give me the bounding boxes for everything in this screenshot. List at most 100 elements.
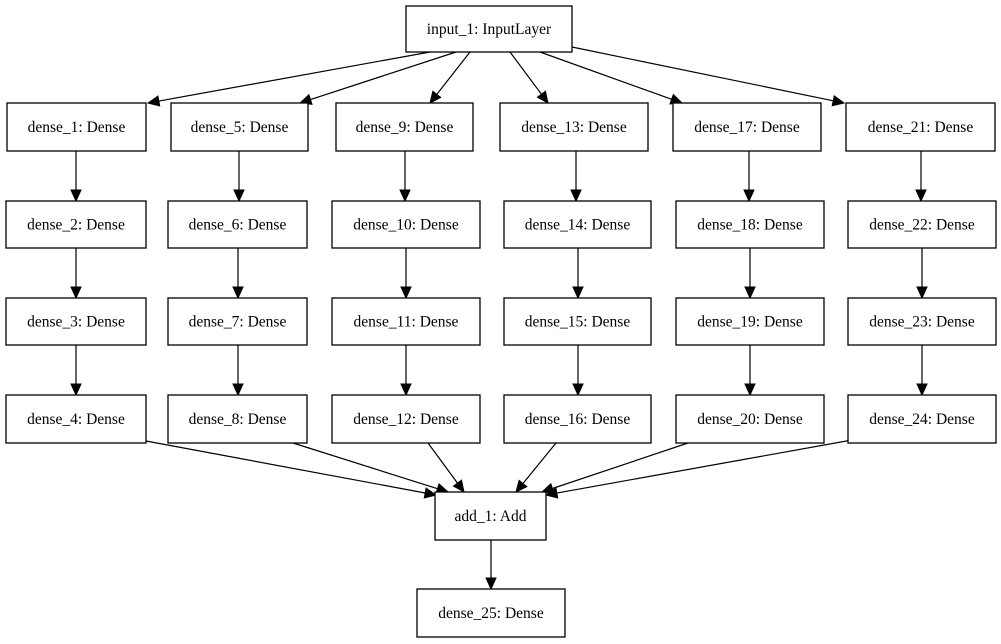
arrow-head [744, 286, 756, 300]
node-label: dense_12: Dense [353, 411, 459, 428]
node-label: dense_2: Dense [27, 217, 125, 234]
arrow-head [485, 577, 497, 591]
node-dense-2: dense_2: Dense [5, 200, 147, 249]
edge-line [522, 442, 557, 484]
edge-line [427, 442, 458, 484]
arrow-head [400, 286, 412, 300]
arrow-head [146, 95, 161, 107]
node-dense-13: dense_13: Dense [499, 102, 649, 152]
edge-dense-17-to-dense-18 [743, 151, 755, 203]
node-dense-17: dense_17: Dense [672, 102, 822, 152]
edge-add-1-to-dense-25 [485, 540, 497, 591]
node-box [167, 297, 308, 346]
edge-input-1-to-dense-17 [539, 51, 684, 105]
edge-line [509, 51, 542, 95]
node-box [675, 297, 825, 346]
edge-line [556, 439, 853, 494]
arrow-head [831, 95, 846, 107]
edge-dense-23-to-dense-24 [916, 345, 928, 397]
node-label: dense_1: Dense [28, 119, 126, 136]
node-box [847, 297, 997, 346]
edge-dense-5-to-dense-6 [233, 151, 245, 203]
node-dense-1: dense_1: Dense [6, 102, 147, 152]
arrow-head [232, 286, 244, 300]
node-box [405, 5, 573, 53]
node-box [5, 297, 147, 346]
node-dense-9: dense_9: Dense [335, 102, 474, 152]
edge-dense-6-to-dense-7 [232, 248, 244, 300]
node-label: dense_19: Dense [697, 314, 803, 331]
arrow-head [572, 286, 584, 300]
node-box [331, 200, 481, 249]
edge-dense-10-to-dense-11 [400, 248, 412, 300]
edge-line [145, 440, 426, 494]
node-dense-6: dense_6: Dense [167, 200, 308, 249]
node-dense-16: dense_16: Dense [503, 394, 652, 444]
edge-dense-11-to-dense-12 [400, 345, 412, 397]
node-box [5, 200, 147, 249]
node-box [331, 394, 481, 444]
edge-dense-7-to-dense-8 [232, 345, 244, 397]
node-label: dense_17: Dense [694, 119, 800, 136]
edge-line [292, 442, 438, 490]
edge-input-1-to-dense-21 [571, 46, 846, 107]
node-dense-19: dense_19: Dense [675, 297, 825, 346]
node-label: dense_25: Dense [438, 605, 544, 622]
node-box [5, 394, 147, 444]
edge-input-1-to-dense-1 [146, 51, 431, 107]
node-label: dense_23: Dense [869, 314, 975, 331]
edge-dense-14-to-dense-15 [572, 248, 584, 300]
edge-dense-21-to-dense-22 [915, 151, 927, 203]
node-box [6, 102, 147, 152]
node-box [503, 297, 652, 346]
edge-dense-12-to-add-1 [427, 442, 465, 493]
edge-dense-8-to-add-1 [292, 442, 450, 495]
node-dense-25: dense_25: Dense [416, 588, 566, 638]
node-dense-7: dense_7: Dense [167, 297, 308, 346]
node-box [499, 102, 649, 152]
arrow-head [452, 479, 465, 493]
node-label: add_1: Add [455, 508, 527, 525]
arrow-head [916, 383, 928, 397]
node-input-1: input_1: InputLayer [405, 5, 573, 53]
node-label: dense_24: Dense [869, 411, 975, 428]
node-box [167, 394, 308, 444]
arrow-head [570, 189, 582, 203]
node-label: dense_16: Dense [525, 411, 631, 428]
edge-dense-24-to-add-1 [544, 439, 853, 499]
edge-line [310, 51, 457, 101]
node-box [672, 102, 822, 152]
node-label: dense_5: Dense [191, 119, 289, 136]
edge-line [552, 442, 689, 490]
node-box [675, 394, 825, 444]
node-box [503, 200, 652, 249]
edge-dense-22-to-dense-23 [916, 248, 928, 300]
node-dense-23: dense_23: Dense [847, 297, 997, 346]
node-box [335, 102, 474, 152]
arrow-head [544, 487, 559, 499]
node-box [170, 102, 309, 152]
arrow-head [423, 487, 438, 499]
node-box [503, 394, 652, 444]
node-label: dense_13: Dense [521, 119, 627, 136]
node-dense-3: dense_3: Dense [5, 297, 147, 346]
arrow-head [744, 383, 756, 397]
edge-line [571, 46, 834, 102]
node-box [675, 200, 825, 249]
arrow-head [400, 383, 412, 397]
node-box [847, 200, 997, 249]
arrow-head [572, 383, 584, 397]
node-dense-8: dense_8: Dense [167, 394, 308, 444]
node-box [331, 297, 481, 346]
node-dense-21: dense_21: Dense [845, 102, 996, 152]
node-label: dense_18: Dense [697, 217, 803, 234]
arrow-head [540, 482, 555, 494]
nodes-layer: input_1: InputLayer dense_1: Dense dense_5… [5, 5, 997, 638]
edge-line [539, 51, 672, 100]
node-box [167, 200, 308, 249]
edge-dense-19-to-dense-20 [744, 345, 756, 397]
node-dense-15: dense_15: Dense [503, 297, 652, 346]
node-dense-11: dense_11: Dense [331, 297, 481, 346]
node-label: dense_15: Dense [525, 314, 631, 331]
node-dense-22: dense_22: Dense [847, 200, 997, 249]
